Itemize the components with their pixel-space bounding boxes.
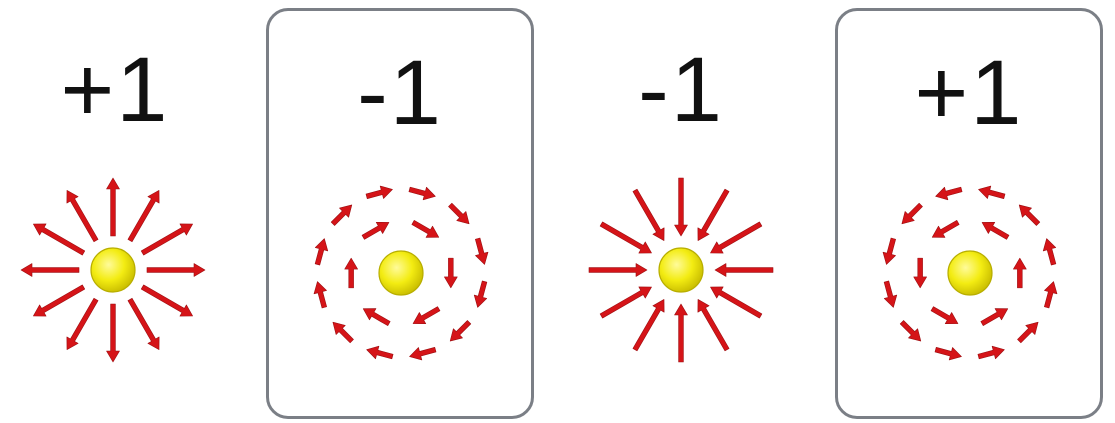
field-arrow [715,264,773,277]
field-arrow [33,224,84,255]
radial-inward-field [581,170,781,370]
field-arrow [362,222,389,239]
field-arrow [363,309,390,326]
field-arrow [1017,322,1038,343]
field-arrow [67,190,98,241]
field-arrow [589,264,647,277]
field-arrow [931,307,958,324]
panel-radial-inward: -1 [566,0,796,423]
field-arrow [21,264,79,277]
field-arrow [902,203,923,224]
field-arrow [107,178,120,236]
field-arrow [128,298,159,349]
field-arrow [315,239,328,265]
field-arrow [978,346,1004,359]
field-arrow [366,186,392,199]
field-arrow [450,320,471,341]
field-arrow [67,298,98,349]
field-arrow [412,220,439,237]
field-arrow [147,264,205,277]
charge-center [379,251,423,295]
field-arrow [333,322,354,343]
field-arrow [1013,258,1026,288]
field-arrow [698,189,729,240]
field-arrow [675,178,688,236]
field-arrow [710,222,761,253]
charge-center [91,248,135,292]
field-arrow [475,238,488,264]
field-arrow [474,281,487,307]
field-arrow [633,189,664,240]
field-arrow [409,187,435,200]
field-arrow [932,220,959,237]
field-arrow [345,258,358,288]
panel-radial-outward: +1 [0,0,230,423]
field-arrow [1043,239,1056,265]
field-arrow [1019,205,1040,226]
radial-outward-field [13,170,213,370]
field-arrow [633,299,664,350]
field-arrow [935,347,961,360]
field-arrow [141,285,192,316]
field-arrow [979,186,1005,199]
field-arrow [1044,282,1057,308]
field-arrow [884,281,897,307]
field-arrow [367,346,393,359]
circular-clockwise-field [301,173,501,373]
field-arrow [448,203,469,224]
field-arrow [900,320,921,341]
charge-label: -1 [566,44,796,136]
field-arrow [936,187,962,200]
field-arrow [413,307,440,324]
charge-label: +1 [838,47,1100,139]
field-arrow [883,238,896,264]
field-arrow [331,205,352,226]
field-arrow [981,309,1008,326]
field-arrow [600,287,651,318]
field-arrow [710,287,761,318]
field-arrow [675,304,688,362]
field-arrow [314,282,327,308]
panel-circular-counterclockwise: +1 [835,8,1103,419]
charge-label: -1 [269,47,531,139]
field-arrow [33,285,84,316]
charge-label: +1 [0,44,230,136]
field-arrow [141,224,192,255]
panel-circular-clockwise: -1 [266,8,534,419]
field-arrow [410,347,436,360]
field-arrow [107,304,120,362]
field-arrow [982,222,1009,239]
field-arrow [600,222,651,253]
circular-counterclockwise-field [870,173,1070,373]
field-arrow [914,258,927,288]
field-arrow [698,299,729,350]
charge-center [659,248,703,292]
charge-center [948,251,992,295]
field-arrow [444,258,457,288]
field-arrow [128,190,159,241]
